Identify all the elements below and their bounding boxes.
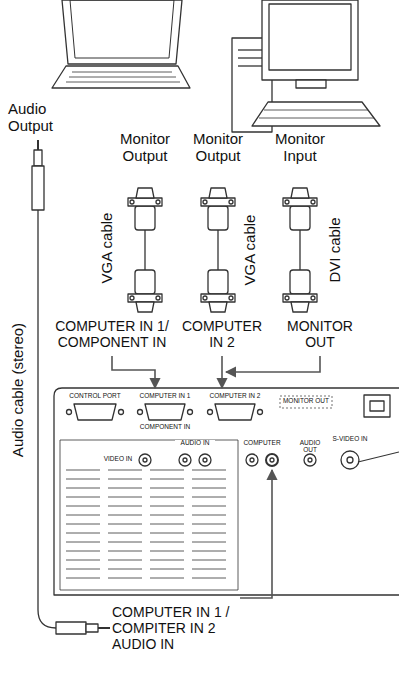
vga-cable [144, 230, 145, 270]
cable-connectors [128, 188, 317, 312]
cable-connector [283, 270, 317, 312]
panel-marking: S-VIDEO IN [330, 436, 370, 443]
audio-cable [32, 140, 110, 634]
port-label: Audio Output [8, 100, 70, 135]
cable-label: VGA cable [241, 215, 258, 286]
cable-connector [128, 188, 162, 230]
terminal-label: COMPUTER IN 1/ COMPONENT IN [51, 318, 173, 350]
dvi-cable [299, 230, 300, 270]
cable-label: Audio cable (stereo) [9, 323, 26, 457]
projector-panel [54, 388, 399, 595]
cable-label: VGA cable [98, 213, 115, 284]
panel-marking: AUDIO OUT [292, 440, 328, 453]
panel-marking: MONITOR OUT [281, 398, 331, 405]
laptop [52, 0, 190, 88]
desktop-computer [232, 0, 380, 132]
panel-marking: AUDIO IN [175, 440, 215, 447]
panel-marking: COMPUTER [242, 440, 282, 447]
port-label: Monitor Input [264, 130, 336, 165]
port-label: Monitor Output [182, 130, 254, 165]
panel-marking: COMPONENT IN [135, 424, 195, 431]
cable-connector [283, 188, 317, 230]
cable-connector [201, 188, 235, 230]
panel-marking: VIDEO IN [101, 456, 135, 463]
port-label: Monitor Output [109, 130, 181, 165]
terminal-label: COMPUTER IN 1 / COMPITER IN 2 AUDIO IN [112, 604, 238, 652]
panel-marking: COMPUTER IN 1 [135, 393, 195, 400]
terminal-label: MONITOR OUT [281, 318, 359, 350]
cable-label: DVI cable [326, 217, 343, 282]
panel-marking: CONTROL PORT [65, 393, 125, 400]
terminal-label: COMPUTER IN 2 [179, 318, 265, 350]
cable-connector [128, 270, 162, 312]
cable-connector [201, 270, 235, 312]
connection-arrows [112, 356, 320, 598]
panel-marking: COMPUTER IN 2 [205, 393, 265, 400]
vga-cable [217, 230, 218, 270]
